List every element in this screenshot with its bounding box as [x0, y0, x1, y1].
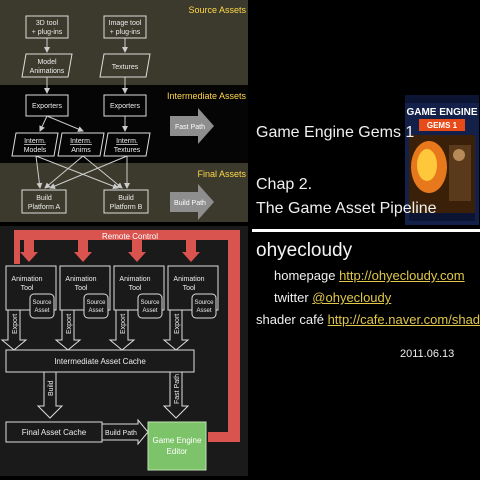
svg-text:Asset: Asset — [142, 308, 157, 314]
title-divider — [252, 229, 480, 232]
svg-text:Platform B: Platform B — [110, 204, 143, 211]
svg-text:Interm.: Interm. — [24, 138, 46, 145]
svg-text:Image tool: Image tool — [109, 20, 142, 27]
author-name: ohyecloudy — [256, 240, 353, 261]
svg-text:Model: Model — [37, 59, 57, 66]
build-label: Build — [48, 380, 55, 396]
remote-control-loop: Remote Control — [14, 230, 240, 442]
svg-text:Build Path: Build Path — [105, 430, 137, 437]
svg-text:Tool: Tool — [21, 285, 34, 292]
interm-models-box: Interm. Models — [11, 132, 59, 157]
svg-text:Build Path: Build Path — [174, 200, 206, 207]
exporters-box-left: Exporters — [25, 94, 69, 117]
svg-text:Anims: Anims — [71, 147, 91, 154]
animation-tool-4: Animation Tool Source Asset — [167, 265, 219, 319]
animation-tool-1: Animation Tool Source Asset — [5, 265, 57, 319]
twitter-label: twitter — [274, 290, 309, 305]
game-engine-editor-box: Game Engine Editor — [147, 421, 207, 471]
svg-text:Animations: Animations — [30, 68, 65, 75]
svg-text:Exporters: Exporters — [110, 103, 140, 110]
export-label: Export — [120, 314, 127, 334]
export-arrows — [0, 309, 190, 351]
svg-text:Game Engine: Game Engine — [153, 436, 202, 445]
image-tool-box: Image tool + plug-ins — [103, 15, 147, 39]
final-assets-label: Final Assets — [197, 169, 246, 179]
build-platform-a-box: Build Platform A — [21, 189, 67, 214]
svg-text:Models: Models — [24, 147, 47, 154]
svg-text:Source: Source — [140, 300, 160, 306]
slide-title-book: Game Engine Gems 1 — [256, 124, 415, 141]
svg-text:Source: Source — [86, 300, 106, 306]
svg-text:Animation: Animation — [11, 276, 42, 283]
export-label: Export — [12, 314, 19, 334]
intermediate-asset-cache-box: Intermediate Asset Cache — [5, 349, 195, 373]
fast-path-vertical-arrow — [162, 371, 190, 419]
svg-text:Animation: Animation — [173, 276, 204, 283]
svg-text:Textures: Textures — [112, 64, 139, 71]
book-subtitle: GEMS 1 — [427, 121, 458, 130]
svg-text:Platform A: Platform A — [28, 204, 61, 211]
homepage-label: homepage — [274, 268, 336, 283]
3d-tool-box: 3D tool + plug-ins — [25, 15, 69, 39]
svg-text:Asset: Asset — [34, 308, 49, 314]
svg-text:+ plug-ins: + plug-ins — [110, 29, 141, 36]
svg-text:Build: Build — [118, 195, 134, 202]
fast-path-label: Fast Path — [174, 374, 181, 404]
svg-text:Animation: Animation — [119, 276, 150, 283]
asset-pipeline-diagram: Source Assets Intermediate Assets Final … — [0, 0, 248, 222]
twitter-row: twitter @ohyecloudy — [274, 290, 391, 305]
fast-path-arrow: Fast Path — [170, 108, 214, 144]
svg-text:Remote Control: Remote Control — [102, 232, 158, 241]
svg-text:Tool: Tool — [129, 285, 142, 292]
homepage-row: homepage http://ohyecloudy.com — [274, 268, 465, 283]
svg-text:Intermediate Asset Cache: Intermediate Asset Cache — [54, 357, 146, 366]
slide-date: 2011.06.13 — [400, 348, 455, 360]
source-assets-label: Source Assets — [188, 5, 246, 15]
cafe-row: shader café http://cafe.naver.com/shader — [256, 312, 480, 327]
svg-text:Interm.: Interm. — [116, 138, 138, 145]
book-title: GAME ENGINE — [406, 107, 477, 118]
svg-text:Animation: Animation — [65, 276, 96, 283]
build-path-arrow: Build Path — [170, 184, 214, 220]
intermediate-assets-label: Intermediate Assets — [167, 91, 247, 101]
svg-text:Editor: Editor — [167, 447, 188, 456]
svg-text:Fast Path: Fast Path — [175, 124, 205, 131]
remote-control-diagram: Remote Control Animation Tool Source Ass… — [0, 226, 248, 476]
svg-text:Tool: Tool — [183, 285, 196, 292]
svg-text:Interm.: Interm. — [70, 138, 92, 145]
build-path-horizontal-arrow: Build Path — [101, 418, 149, 446]
svg-text:Tool: Tool — [75, 285, 88, 292]
svg-text:Source: Source — [194, 300, 214, 306]
build-platform-b-box: Build Platform B — [103, 189, 149, 214]
animation-tool-2: Animation Tool Source Asset — [59, 265, 111, 319]
svg-text:Source: Source — [32, 300, 52, 306]
svg-text:Asset: Asset — [88, 308, 103, 314]
svg-text:Textures: Textures — [114, 147, 141, 154]
model-animations-box: Model Animations — [21, 53, 73, 78]
homepage-link[interactable]: http://ohyecloudy.com — [339, 268, 465, 283]
slide-title-chapter: Chap 2. — [256, 176, 313, 193]
svg-text:Build: Build — [36, 195, 52, 202]
svg-text:+ plug-ins: + plug-ins — [32, 29, 63, 36]
svg-text:Asset: Asset — [196, 308, 211, 314]
interm-textures-box: Interm. Textures — [103, 132, 151, 157]
export-label: Export — [66, 314, 73, 334]
interm-anims-box: Interm. Anims — [57, 132, 105, 157]
book-cover-image: GAME ENGINE GEMS 1 — [405, 95, 479, 225]
final-asset-cache-box: Final Asset Cache — [5, 421, 103, 443]
animation-tool-3: Animation Tool Source Asset — [113, 265, 165, 319]
cafe-link[interactable]: http://cafe.naver.com/shader — [327, 312, 480, 327]
svg-text:Final Asset Cache: Final Asset Cache — [22, 428, 87, 437]
svg-text:Exporters: Exporters — [32, 103, 62, 110]
cafe-label: shader café — [256, 312, 324, 327]
svg-text:3D tool: 3D tool — [36, 20, 59, 27]
twitter-link[interactable]: @ohyecloudy — [312, 290, 392, 305]
exporters-box-right: Exporters — [103, 94, 147, 117]
slide-title-topic: The Game Asset Pipeline — [256, 200, 437, 217]
build-arrow — [36, 371, 64, 419]
export-label: Export — [174, 314, 181, 334]
textures-box: Textures — [99, 53, 151, 78]
